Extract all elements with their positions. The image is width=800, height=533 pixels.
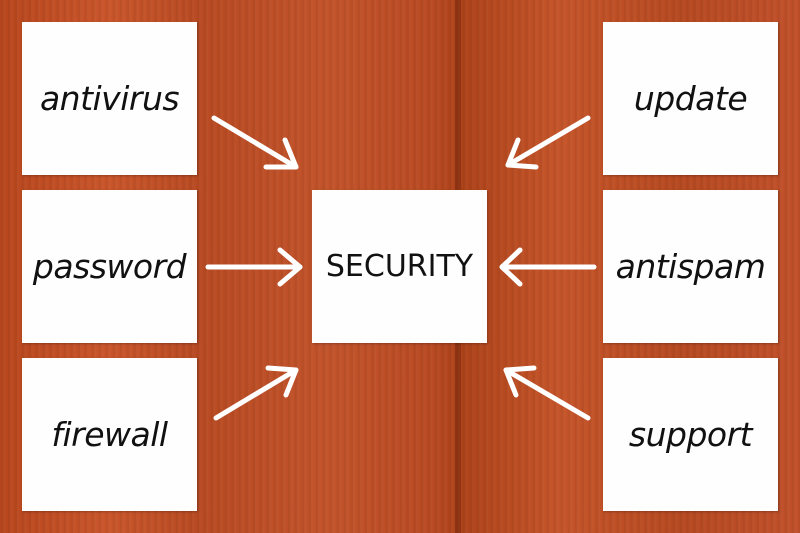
card-update: update	[603, 22, 778, 175]
card-antivirus-label: antivirus	[39, 79, 180, 118]
card-update-label: update	[633, 79, 748, 118]
card-firewall: firewall	[22, 358, 197, 511]
card-password: password	[22, 190, 197, 343]
card-antispam: antispam	[603, 190, 778, 343]
card-firewall-label: firewall	[51, 415, 168, 454]
card-antivirus: antivirus	[22, 22, 197, 175]
card-support-label: support	[628, 415, 753, 454]
arrow-antispam-to-security	[499, 247, 597, 287]
arrow-password-to-security	[205, 247, 303, 287]
card-password-label: password	[32, 247, 187, 286]
arrow-antivirus-to-security	[211, 115, 299, 170]
card-antispam-label: antispam	[615, 247, 766, 286]
arrow-support-to-security	[503, 365, 591, 421]
card-security-label: SECURITY	[325, 249, 474, 284]
card-security: SECURITY	[312, 190, 487, 343]
arrow-update-to-security	[505, 115, 591, 170]
arrow-firewall-to-security	[213, 365, 299, 421]
card-support: support	[603, 358, 778, 511]
